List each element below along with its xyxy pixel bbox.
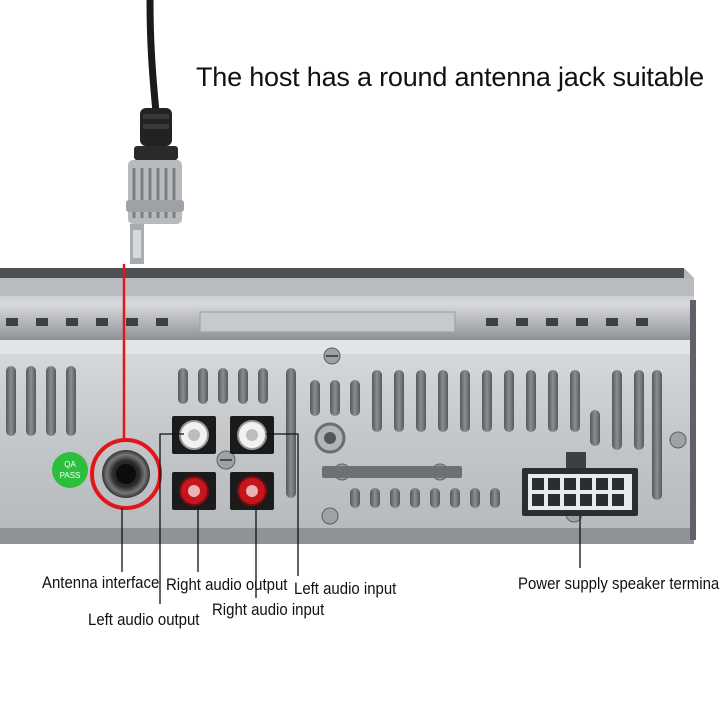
svg-text:QA: QA bbox=[64, 460, 76, 469]
power-speaker-connector bbox=[522, 452, 638, 516]
antenna-jack bbox=[102, 450, 150, 498]
qa-pass-badge: QA PASS bbox=[52, 452, 88, 488]
callout-leader-lines bbox=[121, 433, 581, 604]
callout-antenna-interface: Antenna interface bbox=[42, 573, 160, 592]
screws bbox=[216, 347, 687, 525]
callout-right-audio-input: Right audio input bbox=[212, 600, 325, 619]
callout-right-audio-output: Right audio output bbox=[166, 575, 288, 594]
callout-left-audio-input: Left audio input bbox=[294, 579, 397, 598]
svg-text:PASS: PASS bbox=[60, 471, 81, 480]
callout-power-supply-speaker-terminal: Power supply speaker terminal bbox=[518, 574, 720, 593]
vent-slots bbox=[6, 366, 662, 508]
headline-text: The host has a round antenna jack suitab… bbox=[196, 62, 704, 92]
rca-jack-left-audio-output bbox=[172, 416, 216, 454]
rca-jack-right-audio-input bbox=[230, 472, 274, 510]
callout-left-audio-output: Left audio output bbox=[88, 610, 200, 629]
rca-jack-right-audio-output bbox=[172, 472, 216, 510]
chassis-top bbox=[0, 268, 694, 340]
antenna-cable bbox=[126, 0, 184, 264]
rca-jack-left-audio-input bbox=[230, 416, 274, 454]
